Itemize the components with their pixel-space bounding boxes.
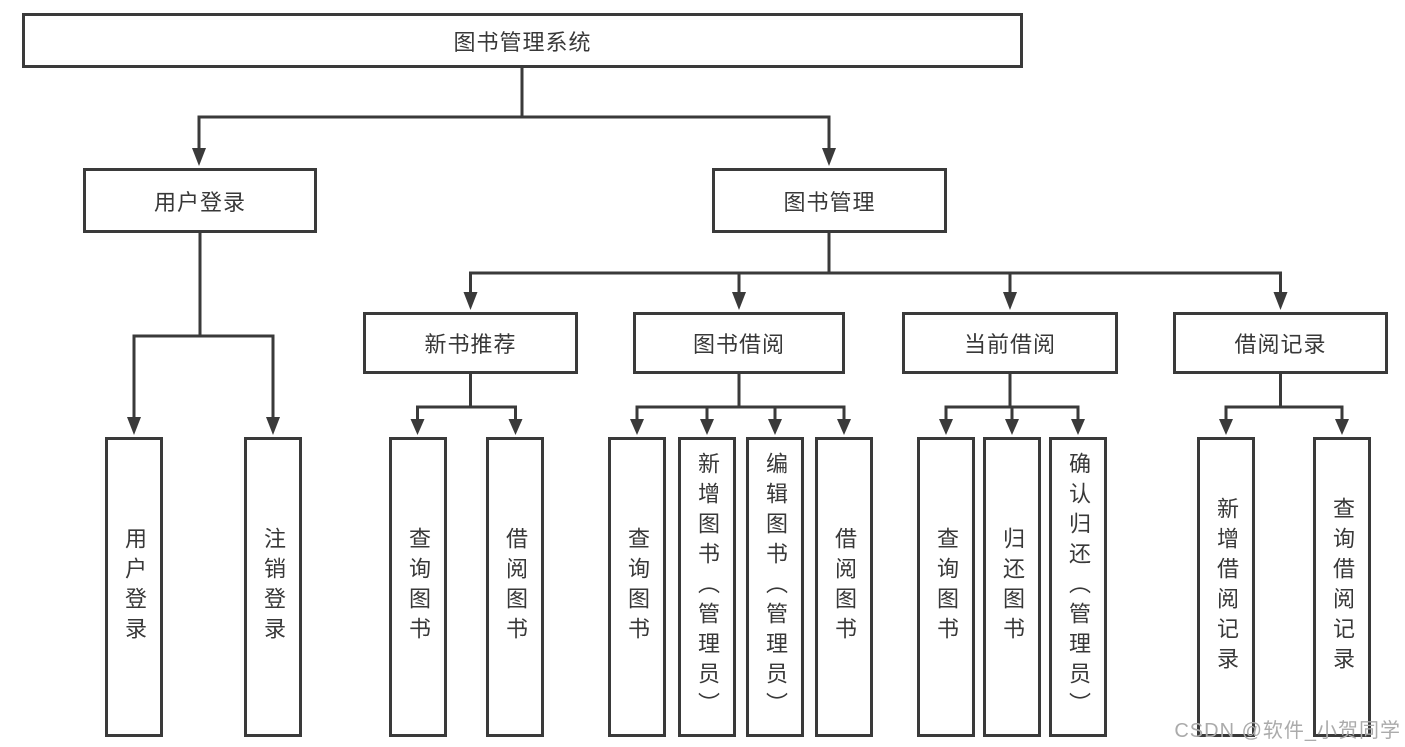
edges-current-borrow-to-leaves [939,374,1085,435]
leaf-confirm-return-admin: 确认归还（管理员） [1049,437,1107,737]
edges-borrow-records-to-leaves [1219,374,1349,435]
leaf-query-books-recommend: 查询图书 [389,437,447,737]
node-book-management: 图书管理 [712,168,947,233]
leaf-return-books: 归还图书 [983,437,1041,737]
leaf-add-book-admin: 新增图书（管理员） [678,437,736,737]
csdn-watermark: CSDN @软件_小贺同学 [1174,720,1401,742]
node-new-book-recommend: 新书推荐 [363,312,578,374]
leaf-query-books-current: 查询图书 [917,437,975,737]
node-library-management-system: 图书管理系统 [22,13,1023,68]
node-current-borrow: 当前借阅 [902,312,1118,374]
edges-user-login-to-leaves [127,233,280,435]
edges-root-to-level2 [192,68,836,166]
edges-book-borrow-to-leaves [630,374,851,435]
leaf-logout: 注销登录 [244,437,302,737]
edges-new-book-recommend-to-leaves [410,374,523,435]
node-borrow-records: 借阅记录 [1173,312,1388,374]
node-book-borrow: 图书借阅 [633,312,845,374]
leaf-query-books-borrow: 查询图书 [608,437,666,737]
node-user-login: 用户登录 [83,168,317,233]
leaf-borrow-books: 借阅图书 [815,437,873,737]
leaf-query-borrow-record: 查询借阅记录 [1313,437,1371,737]
edges-book-management-to-level3 [463,233,1288,310]
leaf-borrow-books-recommend: 借阅图书 [486,437,544,737]
leaf-add-borrow-record: 新增借阅记录 [1197,437,1255,737]
leaf-user-login: 用户登录 [105,437,163,737]
leaf-edit-book-admin: 编辑图书（管理员） [746,437,804,737]
